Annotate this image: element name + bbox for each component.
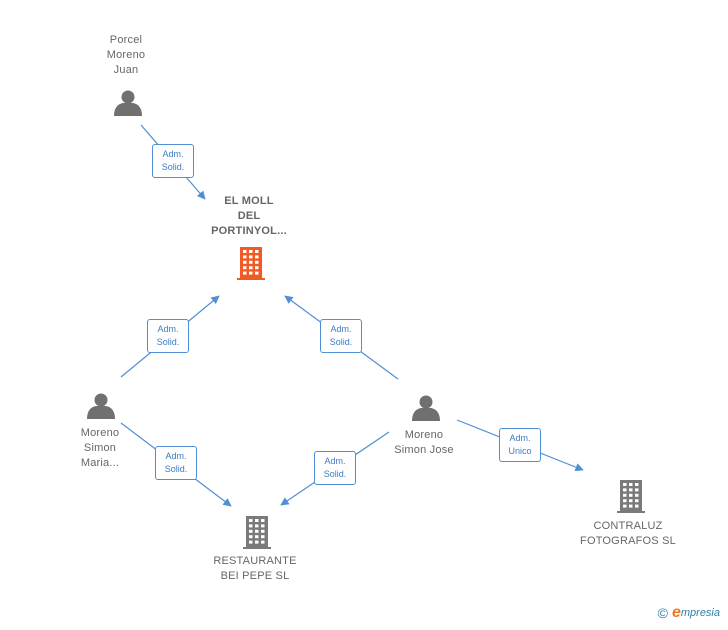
node-elmoll-building-icon[interactable] xyxy=(237,247,265,280)
node-contraluz-building-icon[interactable] xyxy=(617,480,645,513)
node-label-restaurante[interactable]: RESTAURANTE BEI PEPE SL xyxy=(213,555,297,582)
node-simonjose-person-icon[interactable] xyxy=(412,395,440,422)
edge-badge-simonjose-elmoll[interactable]: Adm. Solid. xyxy=(320,319,362,353)
node-simonmaria-person-icon[interactable] xyxy=(87,393,115,420)
node-label-elmoll[interactable]: EL MOLL DEL PORTINYOL... xyxy=(211,195,287,237)
node-label-contraluz[interactable]: CONTRALUZ FOTOGRAFOS SL xyxy=(580,520,676,547)
edge-badge-porcel-elmoll[interactable]: Adm. Solid. xyxy=(152,144,194,178)
edge-badge-simonmaria-elmoll[interactable]: Adm. Solid. xyxy=(147,319,189,353)
edge-badge-simonmaria-restaurante[interactable]: Adm. Solid. xyxy=(155,446,197,480)
node-porcel-person-icon[interactable] xyxy=(114,90,142,117)
node-restaurante-building-icon[interactable] xyxy=(243,516,271,549)
node-label-simonmaria[interactable]: Moreno Simon Maria... xyxy=(80,427,120,469)
node-label-porcel[interactable]: Porcel Moreno Juan xyxy=(106,34,146,76)
edge-badge-simonjose-restaurante[interactable]: Adm. Solid. xyxy=(314,451,356,485)
node-label-simonjose[interactable]: Moreno Simon Jose xyxy=(394,429,454,456)
edge-badge-simonjose-contraluz[interactable]: Adm. Unico xyxy=(499,428,541,462)
copyright-icon: © xyxy=(657,605,668,621)
